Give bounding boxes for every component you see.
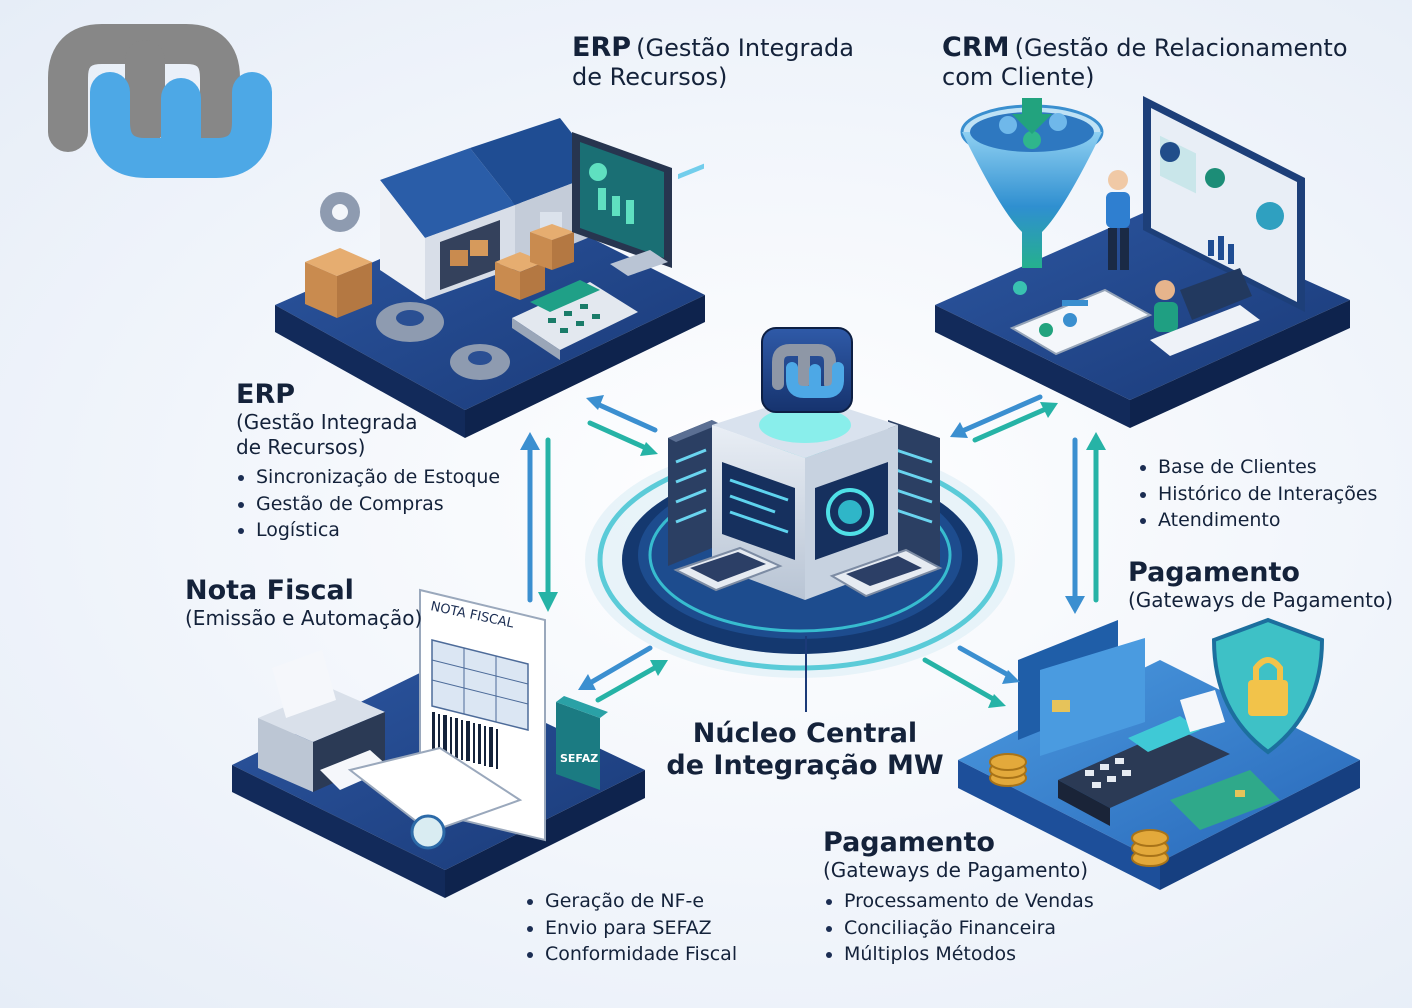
pagamento-side-label: Pagamento (Gateways de Pagamento): [1128, 558, 1393, 613]
crm-top-label: CRM (Gestão de Relacionamento com Client…: [942, 32, 1348, 91]
pagamento-bullet-list: Processamento de Vendas Conciliação Fina…: [824, 888, 1094, 968]
list-item: Atendimento: [1138, 507, 1377, 534]
shield-lock-icon: [1211, 617, 1325, 755]
arrow-erp-center: [586, 395, 658, 456]
erp-top-label: ERP (Gestão Integrada de Recursos): [572, 32, 854, 91]
erp-bullet-list: Sincronização de Estoque Gestão de Compr…: [236, 464, 500, 544]
nota-fiscal-bullet-list: Geração de NF-e Envio para SEFAZ Conform…: [525, 888, 737, 968]
list-item: Base de Clientes: [1138, 454, 1377, 481]
calculator-icon: [512, 280, 638, 360]
center-label-line-2: de Integração MW: [666, 750, 944, 781]
nota-fiscal-tile: NOTA FISCAL SEFAZ: [232, 588, 645, 898]
arrow-erp-nota: [520, 432, 558, 612]
person-at-desk-icon: [1150, 268, 1260, 356]
erp-top-subtitle-1: (Gestão Integrada: [636, 34, 854, 62]
arrow-crm-center: [950, 394, 1058, 443]
nota-fiscal-document-icon: NOTA FISCAL: [347, 588, 546, 850]
person-icon: [1106, 170, 1130, 270]
nota-fiscal-label: Nota Fiscal (Emissão e Automação): [185, 576, 422, 631]
list-item: Geração de NF-e: [525, 888, 737, 915]
list-item: Envio para SEFAZ: [525, 915, 737, 942]
nota-fiscal-subtitle: (Emissão e Automação): [185, 606, 423, 630]
pagamento-bottom-label: Pagamento (Gateways de Pagamento): [823, 828, 1088, 883]
crm-top-subtitle-2: com Cliente): [942, 63, 1095, 91]
clipboard-icon: [1009, 288, 1153, 356]
center-label-line-1: Núcleo Central: [692, 718, 918, 749]
list-item: Gestão de Compras: [236, 491, 500, 518]
crm-top-subtitle-1: (Gestão de Relacionamento: [1014, 34, 1348, 62]
arrow-crm-pagamento: [1065, 432, 1106, 614]
list-item: Processamento de Vendas: [824, 888, 1094, 915]
sefaz-tag-label: SEFAZ: [560, 752, 598, 765]
list-item: Múltiplos Métodos: [824, 941, 1094, 968]
brand-logo: [48, 24, 272, 178]
funnel-icon: [960, 98, 1104, 268]
erp-side-label: ERP (Gestão Integrada de Recursos): [236, 380, 418, 460]
erp-top-subtitle-2: de Recursos): [572, 63, 728, 91]
barcode-icon: [432, 712, 498, 769]
pagamento-tile: [958, 617, 1360, 890]
printer-icon: [258, 650, 390, 792]
erp-side-subtitle-2: de Recursos): [236, 435, 366, 459]
payment-terminal-icon: [1058, 690, 1230, 826]
crm-bullet-list: Base de Clientes Histórico de Interações…: [1138, 454, 1377, 534]
pagamento-bottom-subtitle: (Gateways de Pagamento): [823, 858, 1088, 882]
nota-fiscal-title: Nota Fiscal: [185, 575, 354, 606]
arrow-nota-center: [578, 645, 668, 703]
credit-card-icon: [1018, 620, 1145, 756]
pagamento-bottom-title: Pagamento: [823, 827, 995, 858]
list-item: Conformidade Fiscal: [525, 941, 737, 968]
pagamento-side-subtitle: (Gateways de Pagamento): [1128, 588, 1393, 612]
center-mw-badge: [761, 327, 853, 413]
list-item: Logística: [236, 517, 500, 544]
erp-side-title: ERP: [236, 379, 296, 410]
monitor-icon: [572, 132, 672, 276]
arrow-pagamento-center: [922, 645, 1020, 708]
list-item: Histórico de Interações: [1138, 481, 1377, 508]
list-item: Conciliação Financeira: [824, 915, 1094, 942]
erp-side-subtitle-1: (Gestão Integrada: [236, 410, 418, 434]
pagamento-side-title: Pagamento: [1128, 557, 1300, 588]
erp-top-title: ERP: [572, 32, 632, 63]
list-item: Sincronização de Estoque: [236, 464, 500, 491]
central-server-stack: [668, 163, 943, 600]
sefaz-tag-icon: SEFAZ: [556, 696, 608, 790]
connection-arrows: [520, 394, 1106, 708]
green-card-icon: [1170, 770, 1280, 830]
boxes-icon: [305, 224, 574, 318]
gear-icon: [320, 192, 510, 380]
erp-tile: [275, 118, 705, 438]
crm-top-title: CRM: [942, 32, 1010, 63]
crm-tile: [935, 96, 1350, 428]
coins-icon: [989, 753, 1169, 867]
center-label: Núcleo Central de Integração MW: [640, 718, 970, 782]
dashboard-panel-icon: [1143, 96, 1305, 312]
